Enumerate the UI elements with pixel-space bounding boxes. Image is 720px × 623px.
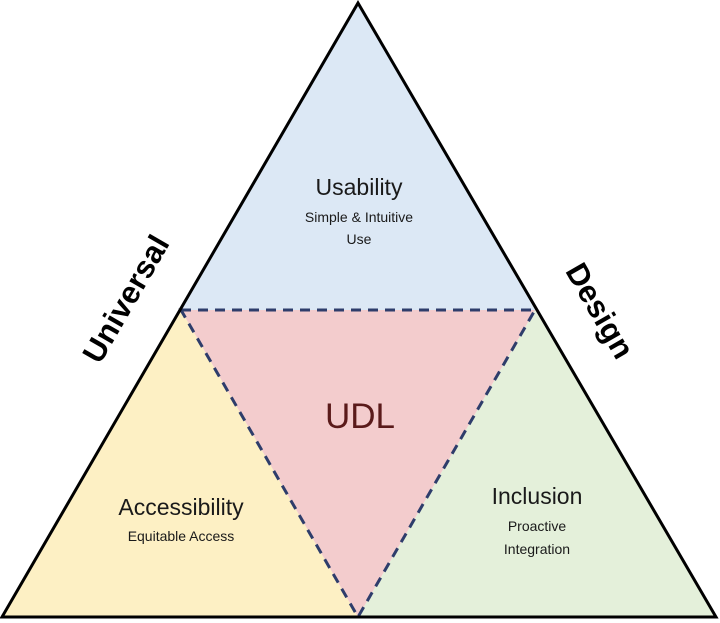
side-label-design: Design: [559, 257, 642, 365]
accessibility-region: [2, 310, 358, 617]
inclusion-subtitle-line1: Proactive: [508, 518, 567, 534]
accessibility-title: Accessibility: [118, 494, 244, 520]
accessibility-subtitle: Equitable Access: [128, 528, 235, 544]
inclusion-title: Inclusion: [492, 483, 583, 509]
udl-center-label: UDL: [325, 397, 395, 436]
usability-title: Usability: [316, 174, 403, 200]
udl-dashed-outline: [178, 308, 538, 621]
usability-subtitle-line2: Use: [347, 231, 372, 247]
usability-subtitle-line1: Simple & Intuitive: [305, 209, 413, 225]
usability-region: [181, 3, 535, 310]
udl-center-region: [181, 310, 535, 617]
inclusion-region: [358, 310, 716, 617]
inclusion-subtitle-line2: Integration: [504, 541, 570, 557]
